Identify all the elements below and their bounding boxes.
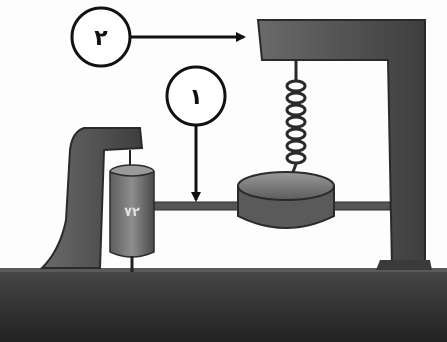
weight-label: ٧٢ (124, 205, 140, 220)
spring (287, 60, 305, 180)
right-support-frame (258, 20, 425, 268)
bob-disk-top (238, 172, 334, 200)
callout-1-label: ١ (189, 85, 202, 110)
right-frame-foot (376, 260, 432, 270)
base-platform (0, 270, 447, 342)
callout-2-label: ٢ (94, 26, 108, 51)
